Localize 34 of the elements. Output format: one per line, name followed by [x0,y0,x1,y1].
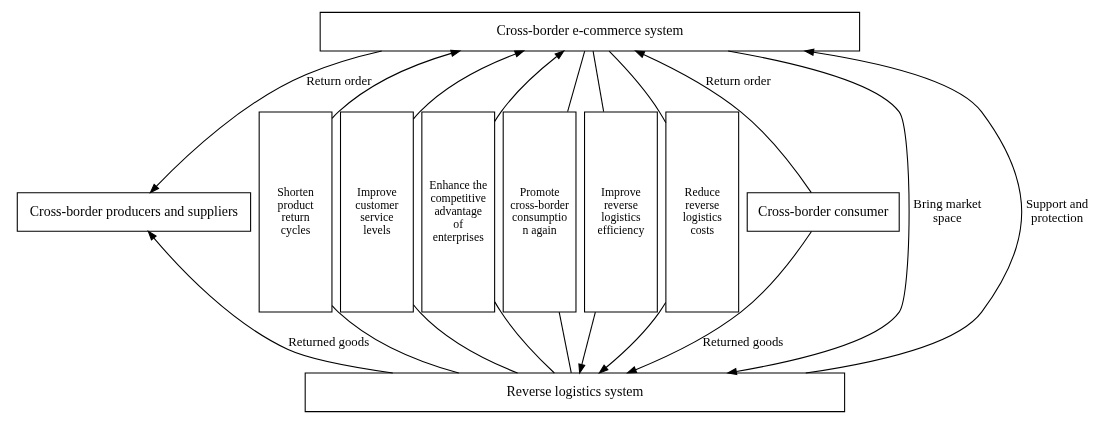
arrow [802,48,1022,374]
node-box: Reverse logistics system [304,372,845,413]
arrow [493,50,565,122]
connector [412,304,518,374]
arrow [148,50,382,194]
arrow [331,49,461,119]
arrow [412,50,525,120]
connector [592,50,604,113]
arrow [625,231,812,374]
arrow [146,230,393,374]
connector [608,50,666,124]
edge-label: Return order [705,73,771,88]
node-box: Cross-border consumer [746,192,900,232]
node-box: Shorten product return cycles [258,111,332,313]
connector [331,305,459,374]
node-box: Improve reverse logistics efficiency [583,111,658,313]
edge-label: Return order [305,73,371,88]
connector [493,301,555,374]
edge-label: Support and protection [1025,197,1088,226]
edge-label: Bring market space [912,197,981,226]
node-box: Cross-border producers and suppliers [16,192,251,232]
edge-label: Returned goods [702,334,783,349]
connector [566,50,585,113]
edge-label: Returned goods [287,334,369,349]
node-box: Cross-border e-commerce system [319,11,860,52]
arrow [577,311,596,375]
arrow [633,50,812,194]
arrow [725,50,910,376]
node-box: Enhance the competitive advantage of enterprises [420,111,495,313]
connector [558,311,572,374]
node-box: Promote cross-border consumptio n again [502,111,576,313]
node-box: Improve customer service levels [339,111,414,313]
node-box: Reduce reverse logistics costs [664,111,739,313]
arrow [597,302,666,374]
